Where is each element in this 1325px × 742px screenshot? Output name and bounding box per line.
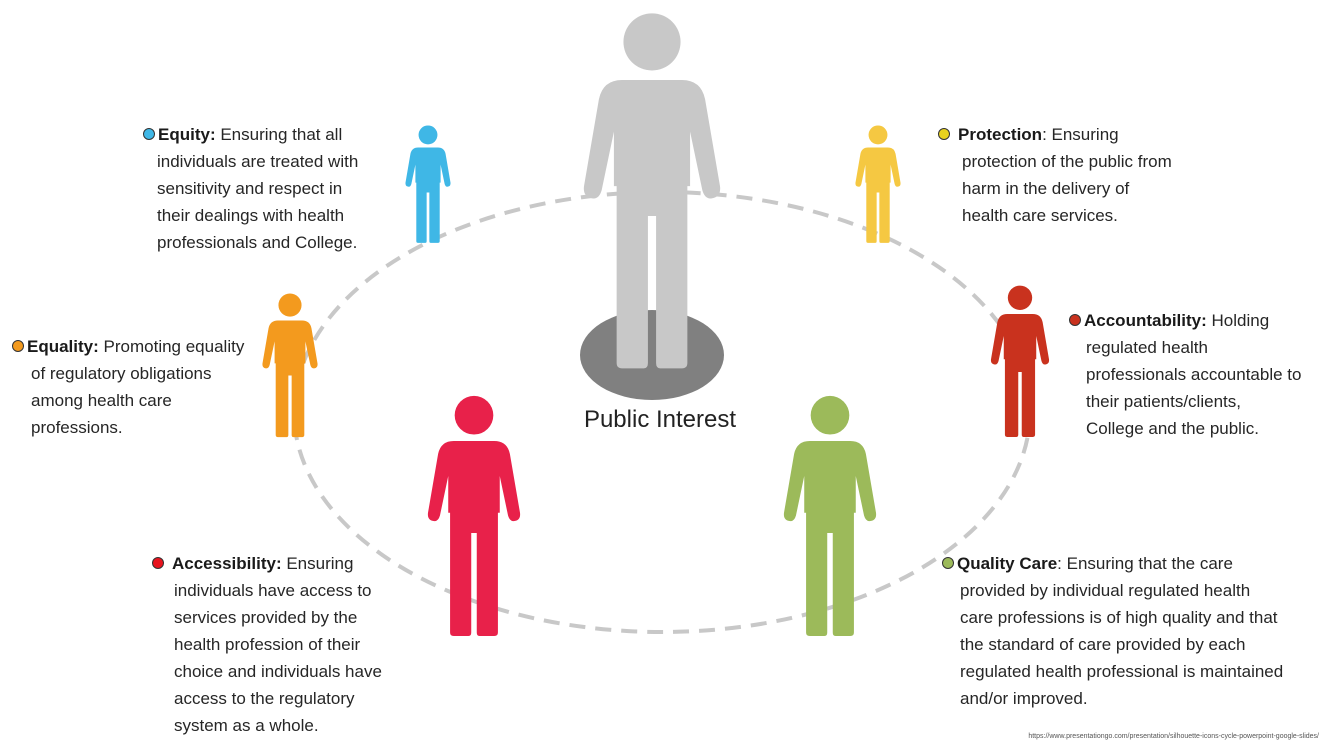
protection-title: Protection — [958, 125, 1043, 144]
equity-title: Equity: — [158, 125, 216, 144]
accessibility-text-line: services provided by the — [174, 608, 358, 627]
accessibility-figure-icon — [427, 395, 521, 637]
equity-text-line: sensitivity and respect in — [157, 179, 343, 198]
person-head — [278, 293, 302, 317]
public-interest-figure-icon — [583, 13, 721, 369]
accessibility-text-line: Ensuring — [281, 554, 354, 573]
accessibility-text-line: individuals have access to — [174, 581, 372, 600]
person-head — [1007, 285, 1033, 310]
quality-care-text-line: care professions is of high quality and … — [960, 608, 1278, 627]
person-head — [454, 395, 494, 435]
equality-title: Equality: — [27, 337, 99, 356]
protection-bullet-icon — [938, 128, 950, 140]
accountability-text-line: College and the public. — [1086, 419, 1259, 438]
center-label: Public Interest — [583, 406, 737, 433]
accountability-text-line: Holding — [1206, 311, 1270, 330]
accountability-title: Accountability: — [1084, 311, 1207, 330]
quality-care-figure-icon — [783, 395, 877, 637]
accessibility-bullet-icon — [152, 557, 164, 569]
accessibility-title: Accessibility: — [172, 554, 282, 573]
protection-figure-icon — [855, 125, 901, 243]
source-url: https://www.presentationgo.com/presentat… — [1028, 733, 1319, 740]
equity-figure-icon — [405, 125, 451, 243]
equity-bullet-icon — [143, 128, 155, 140]
accessibility-text-line: health profession of their — [174, 635, 361, 654]
equality-text-line: professions. — [31, 418, 123, 437]
protection-text-line: health care services. — [962, 206, 1118, 225]
accessibility-description: Accessibility: Ensuring individuals have… — [152, 550, 382, 739]
equity-text-line: their dealings with health — [157, 206, 345, 225]
equity-text-line: Ensuring that all — [215, 125, 343, 144]
quality-care-title: Quality Care — [957, 554, 1058, 573]
person-head — [623, 13, 681, 71]
person-body — [583, 80, 721, 369]
quality-care-description: Quality Care: Ensuring that the care pro… — [942, 550, 1283, 712]
quality-care-text-line: provided by individual regulated health — [960, 581, 1251, 600]
accessibility-text-line: choice and individuals have — [174, 662, 382, 681]
equity-text-line: individuals are treated with — [157, 152, 359, 171]
equity-text-line: professionals and College. — [157, 233, 358, 252]
person-head — [810, 395, 850, 435]
person-body — [427, 441, 521, 637]
person-body — [262, 320, 318, 438]
protection-text-line: harm in the delivery of — [962, 179, 1130, 198]
person-head — [418, 125, 438, 145]
accessibility-text-line: access to the regulatory — [174, 689, 355, 708]
equality-text-line: Promoting equality — [98, 337, 245, 356]
protection-description: Protection: Ensuring protection of the p… — [938, 121, 1172, 229]
equity-description: Equity: Ensuring that all individuals ar… — [143, 121, 358, 256]
quality-care-text-line: : Ensuring that the care — [1057, 554, 1233, 573]
quality-care-text-line: regulated health professional is maintai… — [960, 662, 1284, 681]
accessibility-text-line: system as a whole. — [174, 716, 319, 735]
person-body — [783, 441, 877, 637]
person-body — [405, 147, 451, 243]
accountability-text-line: regulated health — [1086, 338, 1208, 357]
equality-description: Equality: Promoting equality of regulato… — [12, 333, 244, 441]
quality-care-text-line: and/or improved. — [960, 689, 1088, 708]
protection-text-line: : Ensuring — [1042, 125, 1119, 144]
accountability-bullet-icon — [1069, 314, 1081, 326]
equality-text-line: among health care — [31, 391, 172, 410]
equality-text-line: of regulatory obligations — [31, 364, 212, 383]
protection-text-line: protection of the public from — [962, 152, 1172, 171]
person-body — [855, 147, 901, 243]
accountability-text-line: their patients/clients, — [1086, 392, 1241, 411]
quality-care-bullet-icon — [942, 557, 954, 569]
quality-care-text-line: the standard of care provided by each — [960, 635, 1246, 654]
accountability-figure-icon — [990, 285, 1050, 437]
accountability-text-line: professionals accountable to — [1086, 365, 1302, 384]
center-pedestal — [580, 310, 724, 400]
person-head — [868, 125, 888, 145]
equality-figure-icon — [262, 293, 318, 438]
equality-bullet-icon — [12, 340, 24, 352]
accountability-description: Accountability: Holding regulated health… — [1069, 307, 1301, 442]
person-body — [990, 314, 1050, 437]
